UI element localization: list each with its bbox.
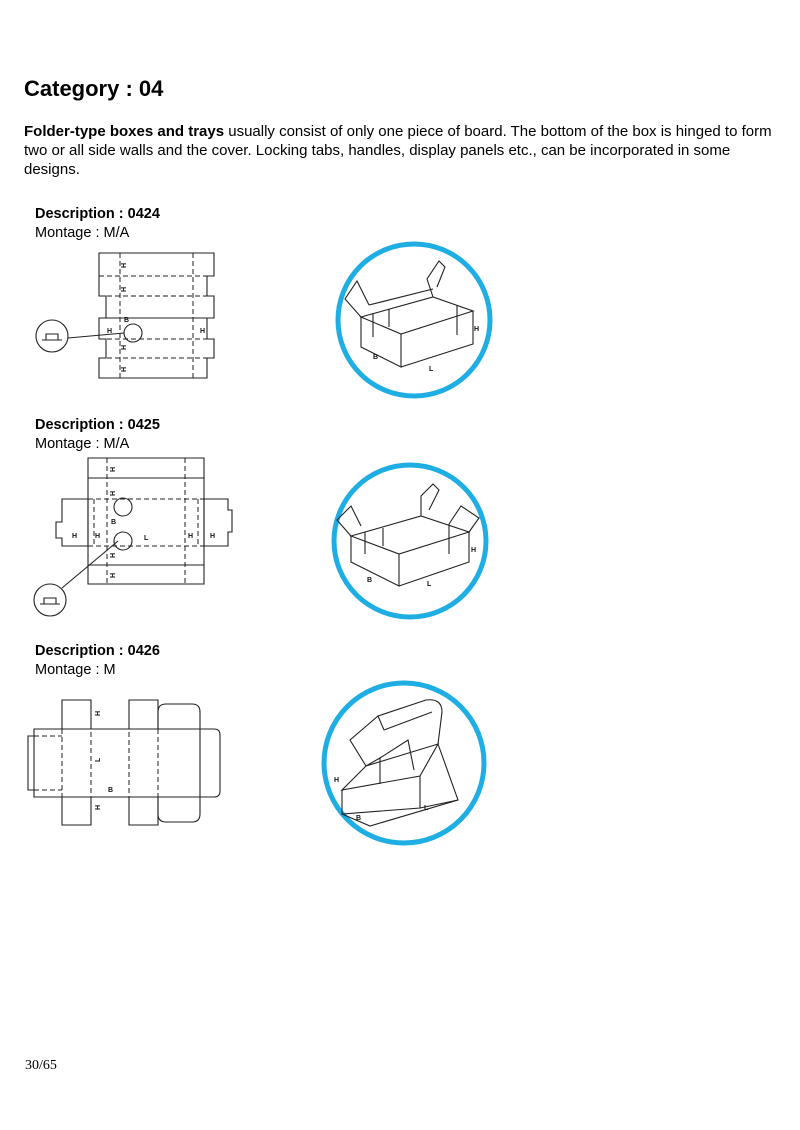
montage-label: Montage : M/A [35, 225, 130, 241]
page-number: 30/65 [25, 1058, 57, 1073]
height-label: H [95, 533, 100, 540]
description-label: Description : 0425 [35, 417, 160, 433]
intro-bold-term: Folder-type boxes and trays [24, 123, 225, 140]
description-label: Description : 0424 [35, 206, 160, 222]
length-label: L [95, 757, 102, 762]
height-label: H [72, 533, 77, 540]
height-label: H [121, 367, 128, 372]
montage-label: Montage : M [35, 662, 116, 678]
die-line-drawing-0425: H H B L H H H H H H [33, 457, 233, 617]
height-label: H [121, 345, 128, 350]
height-label: H [95, 805, 102, 810]
height-label: H [110, 467, 117, 472]
breadth-label: B [356, 815, 361, 822]
die-line-drawing-0426: H L B H [27, 699, 221, 826]
breadth-label: B [111, 519, 116, 526]
description-label: Description : 0426 [35, 643, 160, 659]
height-label: H [110, 573, 117, 578]
page-title: Category : 04 [24, 76, 164, 101]
intro-paragraph: Folder-type boxes and trays usually cons… [24, 122, 784, 179]
breadth-label: B [108, 787, 113, 794]
height-label: H [110, 491, 117, 496]
height-label: H [110, 553, 117, 558]
box-illustration-0426: H B L [321, 680, 487, 846]
intro-text: usually consist of only one piece of boa… [24, 123, 772, 178]
length-label: L [144, 535, 149, 542]
height-label: H [210, 533, 215, 540]
height-label: H [121, 263, 128, 268]
height-label: H [107, 328, 112, 335]
breadth-label: B [373, 354, 378, 361]
length-label: L [424, 805, 429, 812]
height-label: H [188, 533, 193, 540]
length-label: L [429, 366, 434, 373]
height-label: H [471, 547, 476, 554]
height-label: H [334, 777, 339, 784]
breadth-label: B [124, 317, 129, 324]
height-label: H [474, 326, 479, 333]
breadth-label: B [367, 577, 372, 584]
die-line-drawing-0424: H H B H H H H [35, 252, 215, 379]
length-label: L [427, 581, 432, 588]
box-illustration-0424: H B L [335, 241, 493, 399]
montage-label: Montage : M/A [35, 436, 130, 452]
height-label: H [95, 711, 102, 716]
box-illustration-0425: H B L [331, 462, 489, 620]
height-label: H [200, 328, 205, 335]
height-label: H [121, 287, 128, 292]
